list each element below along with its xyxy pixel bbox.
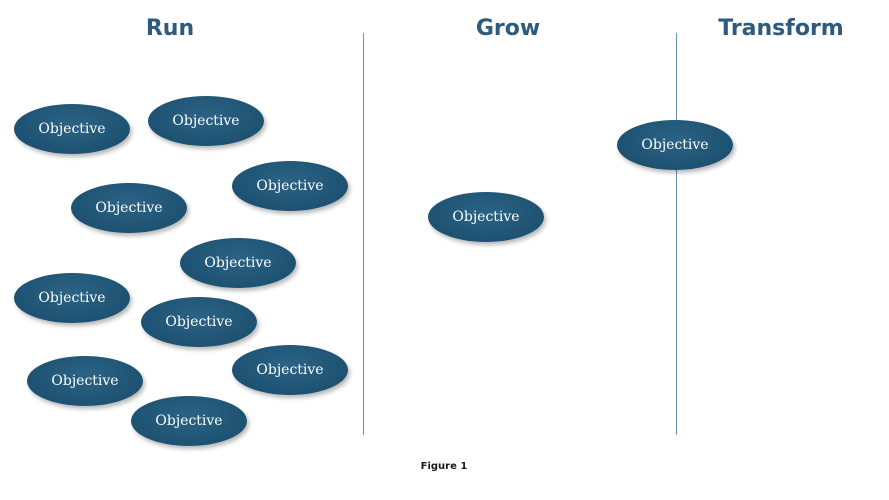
column-heading-run: Run — [145, 16, 195, 41]
objective-run-10: Objective — [131, 396, 247, 446]
objective-run-5: Objective — [180, 238, 296, 288]
objective-run-2: Objective — [148, 96, 264, 146]
column-divider-run-grow — [363, 33, 364, 435]
objective-run-6: Objective — [14, 273, 130, 323]
objective-run-8: Objective — [232, 345, 348, 395]
objective-transform-1: Objective — [617, 120, 733, 170]
figure-caption: Figure 1 — [420, 461, 468, 472]
objective-grow-1: Objective — [428, 192, 544, 242]
objective-run-1: Objective — [14, 104, 130, 154]
objective-run-7: Objective — [141, 297, 257, 347]
column-heading-grow: Grow — [475, 16, 541, 41]
objective-run-4: Objective — [71, 183, 187, 233]
objective-run-3: Objective — [232, 161, 348, 211]
objective-run-9: Objective — [27, 356, 143, 406]
column-heading-transform: Transform — [718, 16, 844, 41]
column-divider-grow-transform — [676, 33, 677, 435]
